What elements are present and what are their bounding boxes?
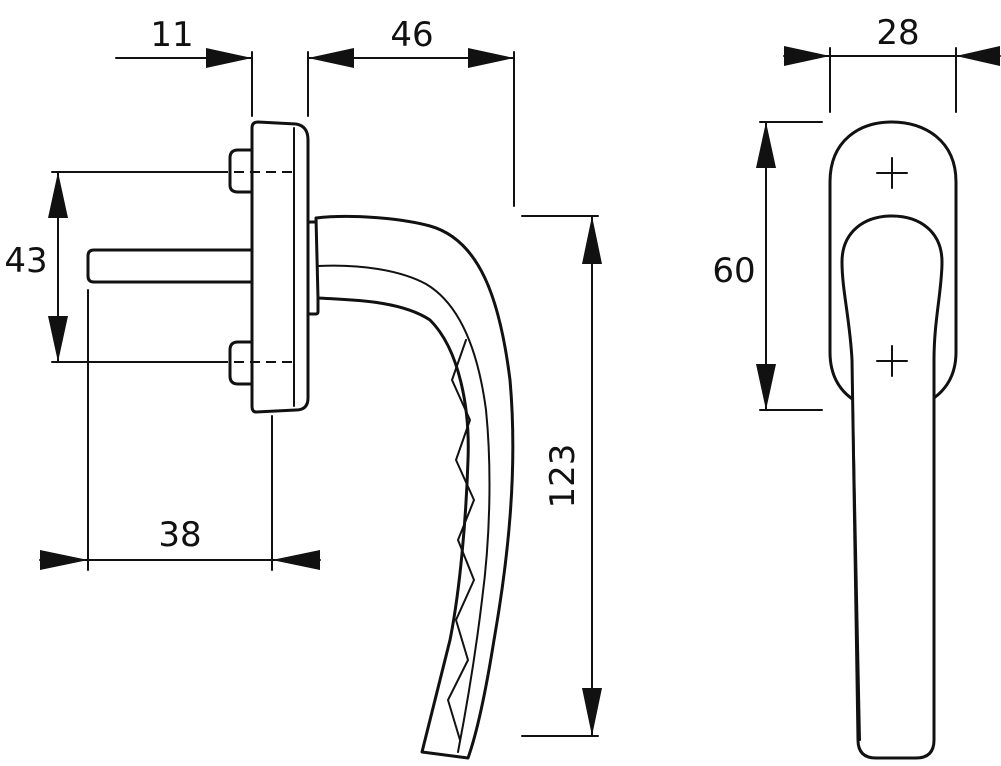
front-view xyxy=(828,120,958,760)
dimension-60: 60 xyxy=(712,121,776,411)
side-extension-lines xyxy=(51,51,599,737)
rosette-plate xyxy=(250,120,310,414)
dimension-123: 123 xyxy=(543,215,602,737)
spindle xyxy=(86,248,254,284)
front-lever xyxy=(840,214,944,760)
dimension-11: 11 46 xyxy=(115,15,515,68)
dimension-38: 38 xyxy=(39,515,321,570)
dimension-label-60: 60 xyxy=(712,251,755,291)
handle-lever xyxy=(314,214,515,760)
dimension-label-123: 123 xyxy=(543,444,583,509)
dimension-label-46: 46 xyxy=(390,15,433,55)
front-extension-lines xyxy=(759,47,957,411)
screw-cross-top xyxy=(876,157,908,189)
dimension-label-38: 38 xyxy=(158,515,201,555)
dimension-43: 43 xyxy=(4,171,68,363)
handle-groove xyxy=(317,264,491,753)
dimension-28: 28 xyxy=(783,13,1001,66)
side-view xyxy=(86,120,515,760)
dimension-label-11: 11 xyxy=(150,15,193,55)
dimension-label-28: 28 xyxy=(876,13,919,53)
front-lever-edge xyxy=(851,359,861,741)
screw-cross-bottom xyxy=(876,345,908,377)
dimension-label-43: 43 xyxy=(4,241,47,281)
handle-ridges xyxy=(446,339,476,741)
